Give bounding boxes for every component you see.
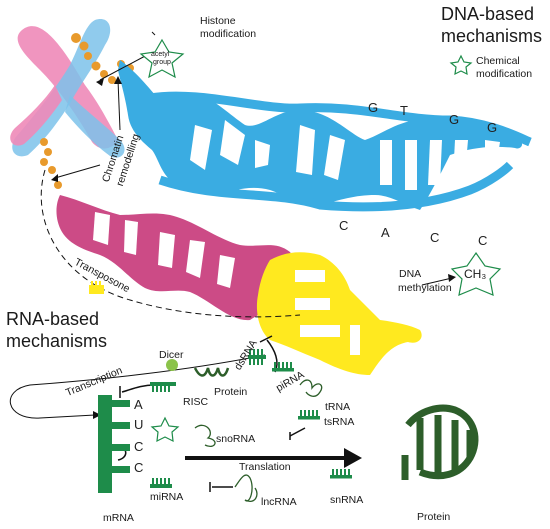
mrna-comb xyxy=(98,395,130,493)
label-dna-meth-line2: methylation xyxy=(398,282,452,294)
label-translation: Translation xyxy=(239,461,291,473)
label-ch3: CH₃ xyxy=(464,267,487,281)
legend-chemical-line1: Chemical xyxy=(476,55,520,67)
mrna-codon-1: A xyxy=(134,397,143,412)
snrna-bar xyxy=(330,475,352,479)
mirna-bar xyxy=(150,484,172,488)
dna-pink-gaps xyxy=(93,212,235,288)
base-bottom-3: C xyxy=(430,230,440,245)
pirna-bar xyxy=(272,368,294,372)
risc-bar xyxy=(150,382,176,386)
dna-helix-pink xyxy=(56,195,299,321)
label-risc: RISC xyxy=(183,396,209,408)
translation-arrow xyxy=(185,448,362,468)
small-protein-coil xyxy=(193,367,230,377)
base-top-3: G xyxy=(449,112,460,127)
ch3-star xyxy=(450,251,502,296)
mirna-ticks xyxy=(152,478,170,484)
snrna-ticks xyxy=(332,469,350,475)
label-lncrna: lncRNA xyxy=(261,496,297,508)
label-protein: Protein xyxy=(417,511,451,523)
acetyl-star xyxy=(139,38,185,79)
heading-dna-line2: mechanisms xyxy=(441,26,543,46)
heading-rna-line1: RNA-based xyxy=(6,309,100,329)
label-acetyl-line1: acetyl xyxy=(151,51,170,58)
dsrna-ticks xyxy=(249,349,263,355)
base-top-4: G xyxy=(487,120,498,135)
arrowheads xyxy=(51,76,456,419)
label-mrna: mRNA xyxy=(103,512,134,524)
label-mirna: miRNA xyxy=(150,491,184,503)
heading-rna-line2: mechanisms xyxy=(6,331,108,351)
base-bottom-2: A xyxy=(381,225,390,240)
legend-star xyxy=(449,54,473,76)
mrna-codon-3: C xyxy=(134,439,144,454)
large-protein xyxy=(401,404,479,480)
label-dna-meth-line1: DNA xyxy=(399,268,422,280)
trna-shape xyxy=(299,379,323,397)
nucleosome-beads xyxy=(40,33,134,189)
dsrna-ticks-b xyxy=(249,359,263,365)
mrna-codon-2: U xyxy=(134,417,144,432)
heading-dna-line1: DNA-based xyxy=(441,4,535,24)
label-histone-line2: modification xyxy=(200,28,257,40)
base-top-1: G xyxy=(368,100,379,115)
label-protein-small: Protein xyxy=(214,386,248,398)
label-trna: tRNA xyxy=(325,401,351,413)
dicer-dot xyxy=(166,359,178,371)
chromosome-arm-pink-lower xyxy=(10,85,63,146)
label-acetyl-line2: group xyxy=(153,59,171,66)
legend-chemical-line2: modification xyxy=(476,68,533,80)
base-bottom-1: C xyxy=(339,218,349,233)
dna-helix-yellow xyxy=(256,252,422,375)
label-snorna: snoRNA xyxy=(216,433,256,445)
small-rnas xyxy=(150,349,352,488)
dsrna-bar xyxy=(248,355,266,359)
dashed-arc xyxy=(40,169,301,318)
arrows xyxy=(9,31,453,419)
dna-blue-gaps xyxy=(190,120,500,190)
base-bottom-4: C xyxy=(478,233,488,248)
label-snrna: snRNA xyxy=(330,494,364,506)
label-histone-line1: Histone xyxy=(200,15,236,27)
snorna-star xyxy=(150,416,180,443)
mrna-codon-4: C xyxy=(134,460,144,475)
tsrna-bar xyxy=(298,416,320,420)
dna-helix-blue xyxy=(118,60,523,210)
dna-blue-strand-bottom xyxy=(158,161,514,212)
lncrna-shape xyxy=(234,474,258,502)
tsrna-ticks xyxy=(300,410,318,416)
label-dicer: Dicer xyxy=(159,349,184,361)
label-tsrna: tsRNA xyxy=(324,416,355,428)
risc-ticks xyxy=(152,386,170,392)
pirna-ticks xyxy=(274,362,292,368)
base-top-2: T xyxy=(400,103,408,118)
dna-blue-strand-top xyxy=(149,91,532,147)
snorna-shape xyxy=(194,424,216,447)
chromosome xyxy=(10,19,125,158)
transposone-fragment xyxy=(89,281,104,294)
chromosome-arm-blue-lower xyxy=(65,95,125,158)
